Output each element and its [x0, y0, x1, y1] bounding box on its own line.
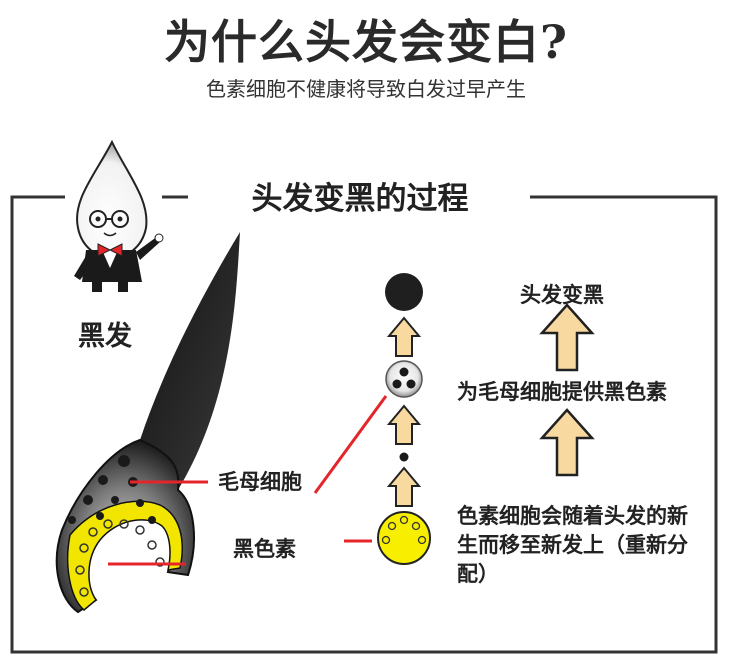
frame-border [10, 195, 718, 654]
page-title: 为什么头发会变白? [164, 15, 568, 69]
big-arrow-up-icon [539, 408, 595, 477]
page-subtitle: 色素细胞不健康将导致白发过早产生 [206, 77, 526, 101]
mascot-hair-drop-icon [74, 139, 164, 292]
black-pigment-ball [385, 273, 423, 311]
process-heading: 头发变黑的过程 [251, 181, 469, 217]
arrow-up-icon [386, 466, 422, 507]
black-hair-label: 黑发 [78, 321, 132, 352]
hair-turns-black-label: 头发变黑 [520, 282, 604, 307]
melanin-label: 黑色素 [233, 536, 296, 561]
provide-melanin-label: 为毛母细胞提供黑色素 [457, 379, 667, 404]
pigment-cell [377, 511, 431, 565]
hair-cell-with-melanin [385, 360, 423, 398]
arrow-up-icon [386, 404, 422, 445]
hair-cell-label: 毛母细胞 [218, 469, 302, 494]
pointer-lines [108, 395, 388, 566]
arrow-up-icon [386, 316, 422, 357]
hair-follicle-illustration [55, 232, 240, 614]
pigment-cells [75, 519, 165, 597]
big-arrow-up-icon [539, 303, 595, 372]
redistribution-label: 色素细胞会随着头发的新生而移至新发上（重新分配） [457, 503, 688, 586]
melanin-granule [399, 452, 409, 462]
